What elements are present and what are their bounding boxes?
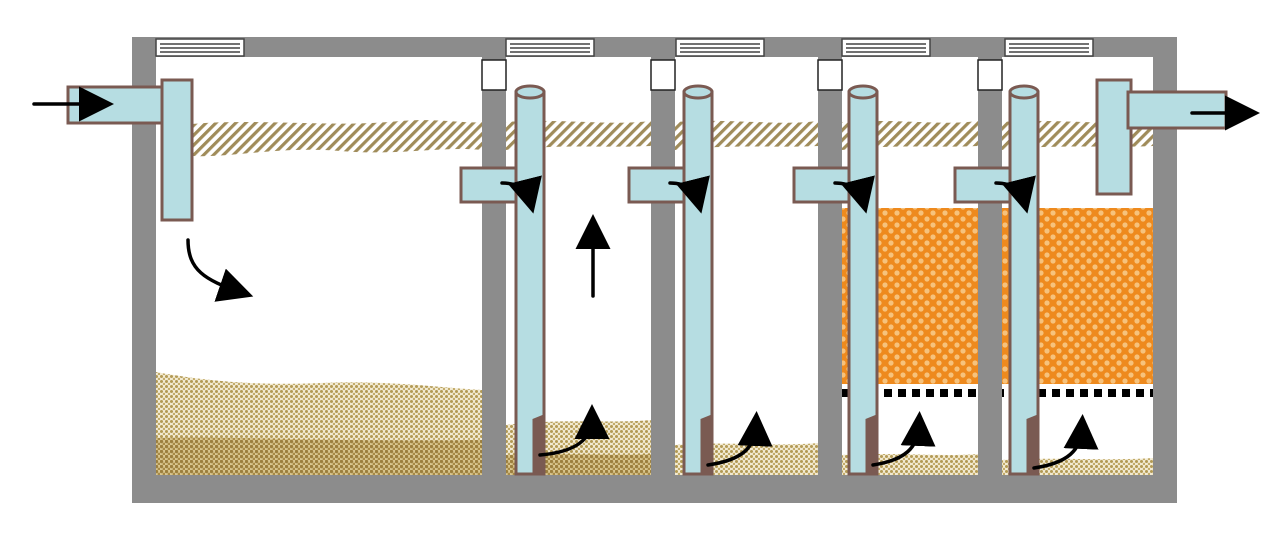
flow-arrow-icon [500, 175, 542, 214]
manhole-covers [155, 38, 1094, 57]
chamber-settling [156, 57, 482, 475]
flow-arrow-icon [871, 411, 936, 467]
vent-boxes [481, 59, 1003, 91]
manhole-cover [675, 38, 765, 57]
vent-box [977, 59, 1003, 91]
transfer-pipe [459, 84, 546, 476]
vent-box [650, 59, 676, 91]
flow-arrow-icon [1032, 414, 1099, 470]
outlet-pipe [1095, 78, 1228, 196]
scum-layer [192, 120, 482, 157]
flow-arrow-icon [538, 404, 610, 457]
flow-arrow-icon [994, 175, 1036, 214]
transfer-pipe [792, 84, 879, 476]
sludge-layer [1002, 458, 1153, 475]
transfer-pipe [953, 84, 1040, 476]
transfer-pipe [627, 84, 714, 476]
flow-arrow-icon [833, 175, 875, 214]
manhole-cover [505, 38, 595, 57]
flow-arrow-icon [186, 238, 254, 302]
vent-box [817, 59, 843, 91]
inlet-pipe [66, 78, 194, 222]
flow-arrow-icon [668, 175, 710, 214]
flow-arrow-icon [706, 411, 773, 467]
manhole-cover [155, 38, 245, 57]
manhole-cover [1004, 38, 1094, 57]
manhole-cover [841, 38, 931, 57]
vent-box [481, 59, 507, 91]
support-grid [1002, 388, 1153, 404]
sludge-layer-dense [156, 437, 482, 475]
